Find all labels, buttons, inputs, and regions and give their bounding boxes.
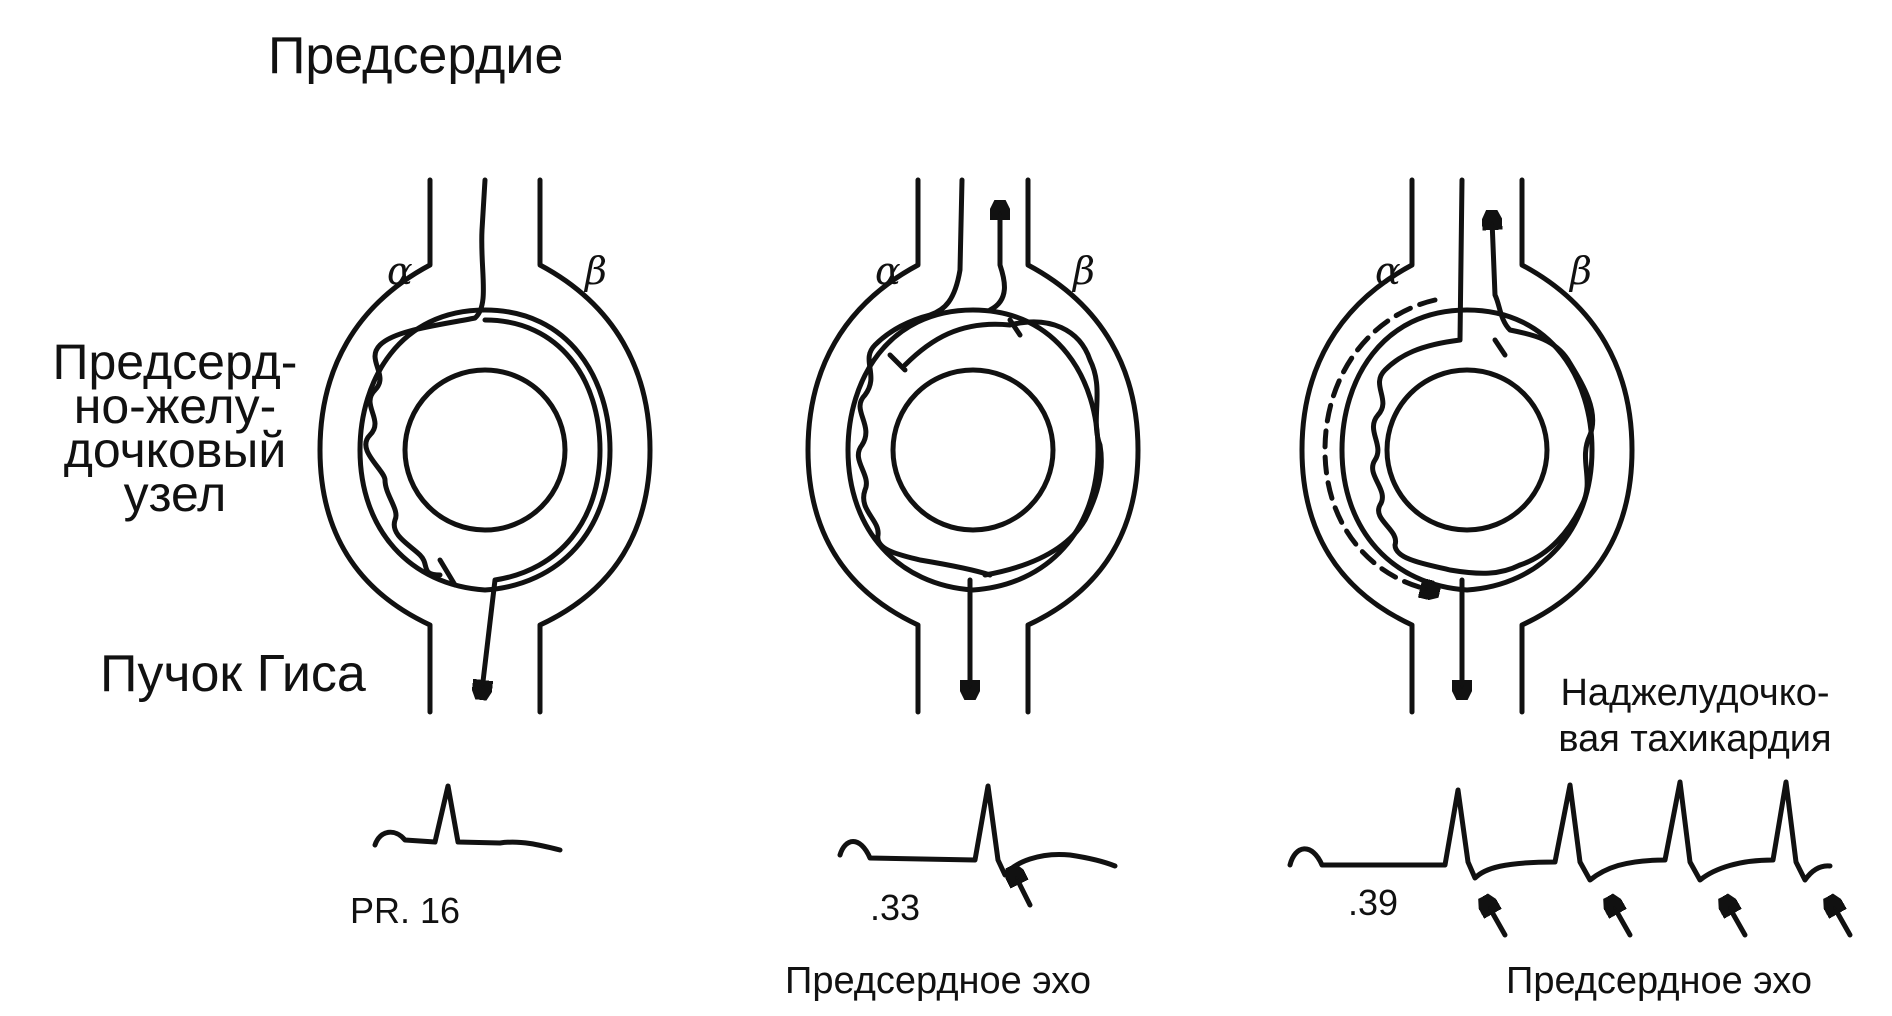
panel-2-outer-channel-right: [1025, 177, 1141, 715]
panel-1-inner-ring: [357, 307, 613, 593]
label-atrial-echo-panel-3: Предсердное эхо: [1506, 960, 1812, 1002]
label-av-node-line-4: узел: [123, 466, 227, 522]
label-beta-panel-2: β: [1073, 249, 1095, 293]
panel-1-central-circle: [402, 367, 568, 533]
label-interval-3: .39: [1348, 882, 1399, 923]
panel-3-ecg-trace: [1287, 779, 1833, 883]
panel-2-loop: [902, 319, 1104, 578]
panel-2-atrial-echo: [805, 177, 1141, 908]
panel-1-outer-channel-right: [537, 177, 653, 715]
panel-2-inner-ring: [845, 307, 1101, 593]
panel-3-outer-channel-left: [1299, 177, 1415, 715]
panel-2-central-circle: [890, 367, 1056, 533]
label-av-node-line-1: Предсерд-: [52, 334, 298, 390]
panel-3-block-bar: [1492, 337, 1508, 358]
label-beta-panel-3: β: [1570, 249, 1592, 293]
panel-1-block-bar: [437, 557, 458, 588]
label-av-node-line-3: дочковый: [63, 422, 287, 478]
label-atrial-echo-panel-2: Предсердное эхо: [785, 960, 1091, 1002]
label-av-node: Предсерд- но-желу- дочковый узел: [25, 334, 325, 522]
label-alpha-panel-3: α: [1375, 249, 1401, 293]
panel-2-echo-arrow: [987, 210, 1004, 313]
label-interval-2: .33: [870, 887, 921, 928]
panel-2-impulse-retro: [855, 177, 993, 578]
panel-2-outer-channel-left: [805, 177, 921, 715]
panel-1-normal-conduction: [317, 177, 653, 853]
label-alpha-panel-1: α: [387, 249, 413, 293]
label-svt: Наджелудочко- вая тахикардия: [1515, 670, 1875, 762]
panel-3-echo-pointer-3: [1728, 905, 1748, 938]
panel-3-central-circle: [1384, 367, 1550, 533]
panel-3-outer-channel-right: [1519, 177, 1635, 715]
label-av-node-line-2: но-желу-: [73, 378, 277, 434]
panel-3-echo-pointer-2: [1613, 905, 1633, 938]
panel-1-impulse-descending: [363, 177, 488, 578]
panel-3-fast-pathway: [1492, 220, 1596, 568]
panel-1-his-arrow: [482, 317, 603, 690]
panel-1-outer-channel-left: [317, 177, 433, 715]
panel-3-echo-pointer-4: [1833, 905, 1853, 938]
label-beta-panel-1: β: [585, 249, 607, 293]
label-atrium: Предсердие: [268, 27, 564, 85]
panel-3-echo-pointer-1: [1488, 905, 1508, 938]
label-alpha-panel-2: α: [875, 249, 901, 293]
panel-3-svt: [1287, 177, 1853, 938]
panel-3-inner-ring: [1339, 307, 1595, 593]
label-svt-line-1: Наджелудочко-: [1560, 672, 1830, 714]
label-pr-interval: PR. 16: [350, 890, 461, 931]
panel-3-slow-pathway: [1370, 177, 1523, 576]
panel-2-block-bar-left: [887, 352, 908, 373]
panel-2-ecg-trace: [837, 783, 1118, 878]
label-svt-line-2: вая тахикардия: [1558, 718, 1832, 760]
panel-3-dashed-path: [1322, 297, 1435, 590]
panel-1-ecg-trace: [372, 783, 563, 853]
panel-2-echo-pointer: [1015, 875, 1033, 908]
label-his-bundle: Пучок Гиса: [100, 645, 366, 703]
